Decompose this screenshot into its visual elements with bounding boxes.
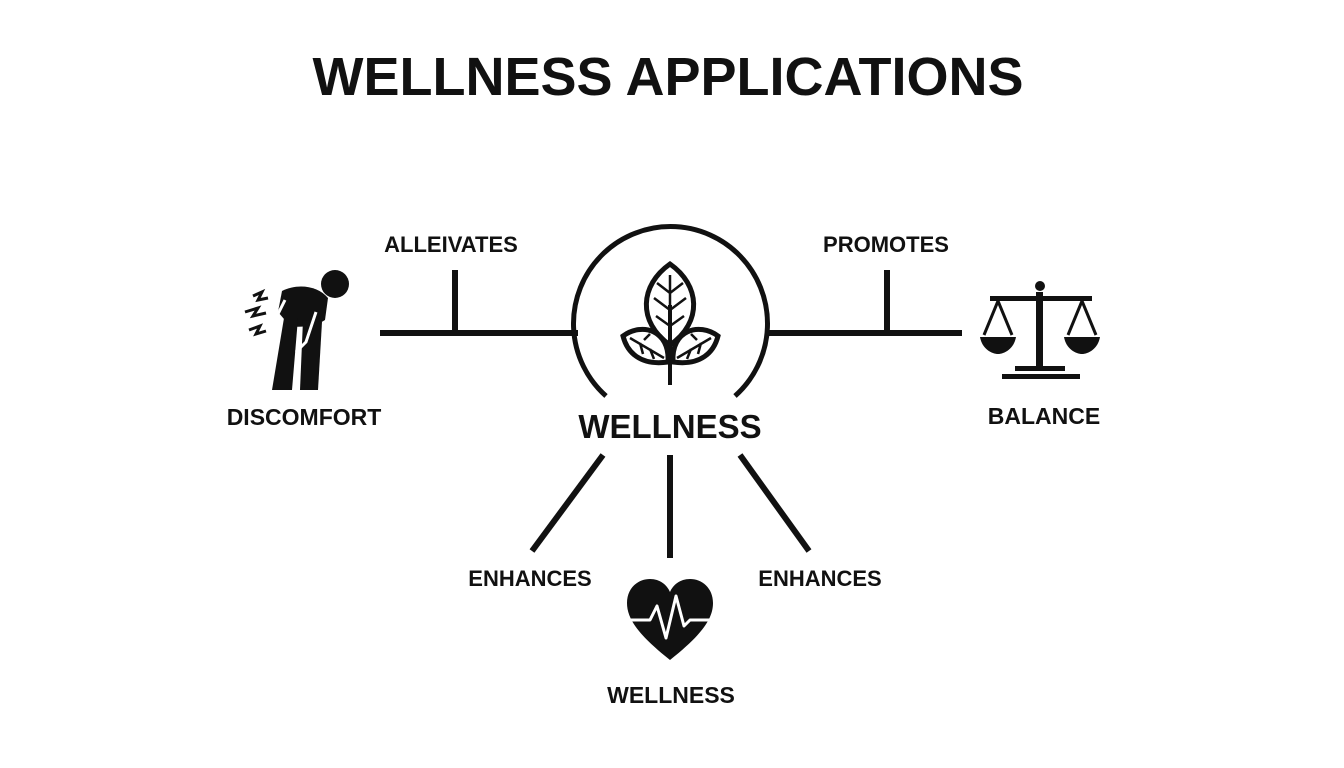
bottom-left-connector <box>529 453 606 553</box>
center-node: WELLNESS <box>571 224 770 445</box>
right-node: BALANCE <box>980 281 1100 429</box>
left-node-label: DISCOMFORT <box>227 404 382 430</box>
edge-label-alleviates: ALLEIVATES <box>384 232 518 257</box>
center-dome <box>571 224 770 398</box>
bottom-node: WELLNESS <box>607 579 735 708</box>
right-node-label: BALANCE <box>988 403 1100 429</box>
edge-label-promotes: PROMOTES <box>823 232 949 257</box>
leaf-sprout-icon <box>620 260 721 385</box>
bottom-node-label: WELLNESS <box>607 682 735 708</box>
center-label: WELLNESS <box>578 408 761 445</box>
balance-scale-icon <box>980 281 1100 379</box>
connectors <box>380 270 962 558</box>
heart-pulse-icon <box>627 579 713 660</box>
edge-label-enhances-right: ENHANCES <box>758 566 881 591</box>
back-pain-person-icon <box>244 270 349 390</box>
diagram-title: WELLNESS APPLICATIONS <box>312 47 1023 107</box>
bottom-right-connector <box>737 453 812 553</box>
left-node: DISCOMFORT <box>227 270 382 430</box>
edge-label-enhances-left: ENHANCES <box>468 566 591 591</box>
